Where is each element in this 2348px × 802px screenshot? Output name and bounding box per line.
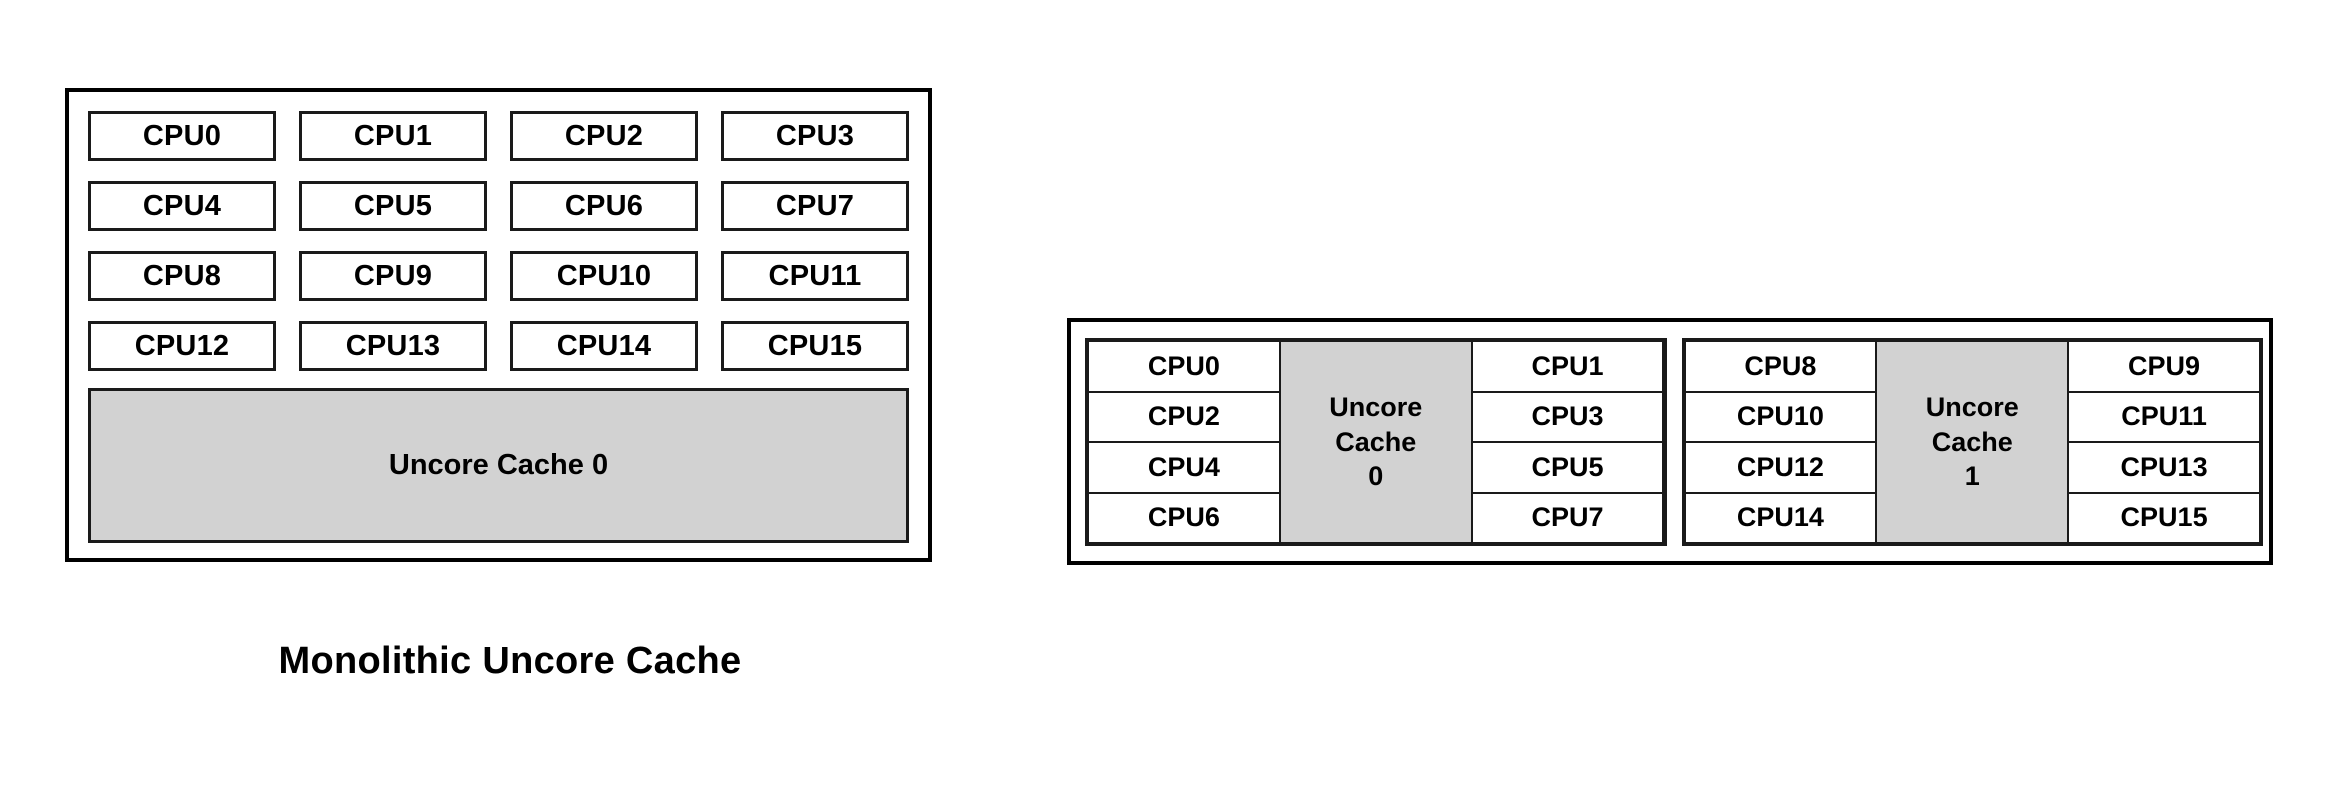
uncore-cache-label-line2: Cache	[1931, 426, 2013, 457]
cpu-box[interactable]: CPU11	[721, 251, 909, 301]
cpu-box[interactable]: CPU3	[1470, 390, 1665, 443]
uncore-cache-label-line1: Uncore	[1925, 392, 2019, 423]
split-socket-panel: CPU0 CPU2 CPU4 CPU6 Uncore Cache 0 CPU1 …	[1067, 318, 2273, 565]
cpu-box[interactable]: CPU14	[1683, 491, 1878, 544]
uncore-cache-label-line1: Uncore	[1329, 392, 1423, 423]
cpu-box[interactable]: CPU8	[88, 251, 276, 301]
cpu-box[interactable]: CPU8	[1683, 340, 1878, 393]
cpu-box[interactable]: CPU6	[510, 181, 698, 231]
cpu-box[interactable]: CPU3	[721, 111, 909, 161]
cpu-box[interactable]: CPU12	[88, 321, 276, 371]
cpu-box[interactable]: CPU6	[1087, 491, 1281, 544]
cpu-box[interactable]: CPU13	[299, 321, 487, 371]
split-group-container: CPU0 CPU2 CPU4 CPU6 Uncore Cache 0 CPU1 …	[1085, 338, 2263, 546]
cpu-box[interactable]: CPU2	[1087, 390, 1281, 443]
monolithic-socket-panel: CPU0 CPU1 CPU2 CPU3 CPU4 CPU5 CPU6 CPU7 …	[65, 88, 932, 562]
cpu-box[interactable]: CPU1	[1470, 340, 1665, 393]
uncore-cache-label-line3: 0	[1368, 461, 1384, 492]
cpu-box[interactable]: CPU5	[299, 181, 487, 231]
cpu-box[interactable]: CPU4	[88, 181, 276, 231]
cpu-box[interactable]: CPU1	[299, 111, 487, 161]
cpu-box[interactable]: CPU4	[1087, 441, 1281, 494]
cpu-box[interactable]: CPU11	[2067, 390, 2261, 443]
monolithic-cpu-grid: CPU0 CPU1 CPU2 CPU3 CPU4 CPU5 CPU6 CPU7 …	[88, 111, 909, 375]
cpu-box[interactable]: CPU10	[510, 251, 698, 301]
cpu-box[interactable]: CPU0	[1087, 340, 1281, 393]
cpu-box[interactable]: CPU9	[299, 251, 487, 301]
cpu-box[interactable]: CPU14	[510, 321, 698, 371]
cpu-box[interactable]: CPU7	[721, 181, 909, 231]
monolithic-uncore-cache-figure: CPU0 CPU1 CPU2 CPU3 CPU4 CPU5 CPU6 CPU7 …	[0, 0, 1020, 740]
uncore-cache-box[interactable]: Uncore Cache 1	[1875, 340, 2070, 544]
cpu-box[interactable]: CPU10	[1683, 390, 1878, 443]
cpu-box[interactable]: CPU5	[1470, 441, 1665, 494]
cpu-box[interactable]: CPU15	[721, 321, 909, 371]
cpu-box[interactable]: CPU12	[1683, 441, 1878, 494]
split-uncore-cache-figure: CPU0 CPU2 CPU4 CPU6 Uncore Cache 0 CPU1 …	[1020, 0, 2348, 740]
cpu-box[interactable]: CPU0	[88, 111, 276, 161]
uncore-cache-label-line2: Cache	[1335, 426, 1417, 457]
split-caption: Split Uncore Cache	[2040, 640, 2348, 683]
cpu-box[interactable]: CPU7	[1470, 491, 1665, 544]
uncore-cache-box[interactable]: Uncore Cache 0	[1278, 340, 1473, 544]
cpu-box[interactable]: CPU9	[2067, 340, 2261, 393]
monolithic-caption: Monolithic Uncore Cache	[278, 640, 742, 682]
cpu-box[interactable]: CPU13	[2067, 441, 2261, 494]
cpu-box[interactable]: CPU15	[2067, 491, 2261, 544]
uncore-cache-label-line3: 1	[1964, 461, 1980, 492]
uncore-cache-box[interactable]: Uncore Cache 0	[88, 388, 909, 543]
cpu-box[interactable]: CPU2	[510, 111, 698, 161]
split-cache-group: CPU8 CPU10 CPU12 CPU14 Uncore Cache 1 CP…	[1681, 338, 2263, 546]
split-cache-group: CPU0 CPU2 CPU4 CPU6 Uncore Cache 0 CPU1 …	[1085, 338, 1667, 546]
